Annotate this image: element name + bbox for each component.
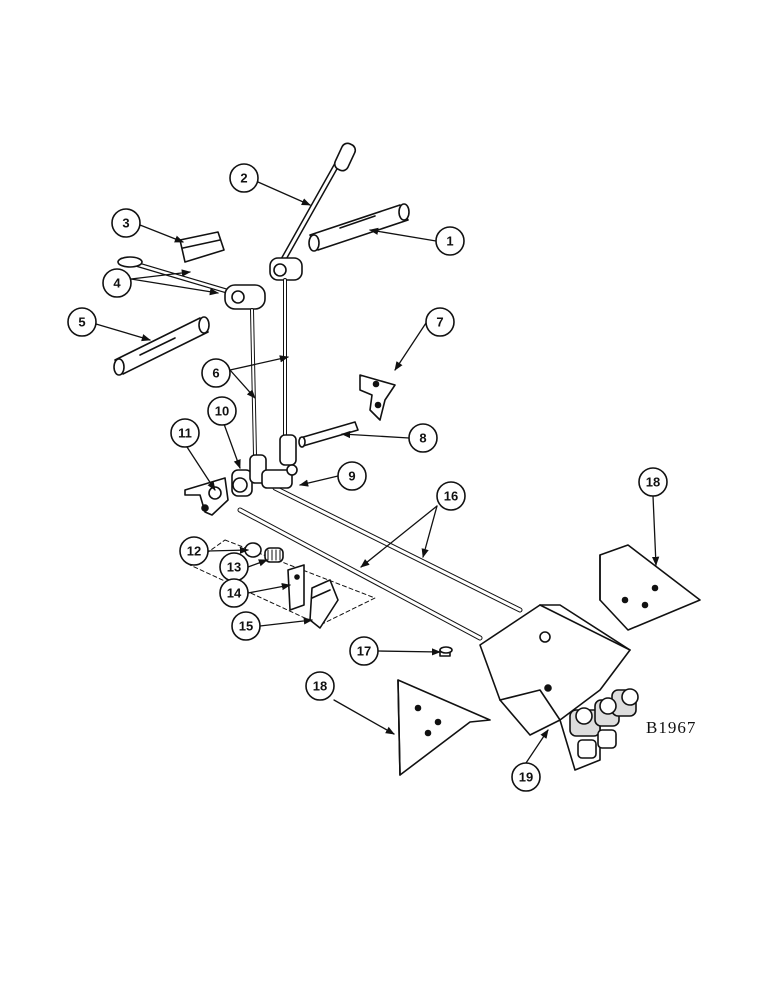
callout-16: 16	[436, 481, 466, 511]
callouts: 1 2 3 4 5 6 7 8	[67, 163, 668, 792]
callout-6: 6	[201, 358, 231, 388]
svg-text:8: 8	[419, 431, 426, 446]
callout-17: 17	[349, 636, 379, 666]
main-control-lever	[269, 142, 357, 437]
svg-text:18: 18	[646, 475, 660, 490]
svg-text:17: 17	[357, 644, 371, 659]
svg-text:13: 13	[227, 560, 241, 575]
svg-text:12: 12	[187, 544, 201, 559]
svg-text:18: 18	[313, 679, 327, 694]
callout-1: 1	[435, 226, 465, 256]
svg-text:16: 16	[444, 489, 458, 504]
svg-text:19: 19	[519, 770, 533, 785]
callout-5: 5	[67, 307, 97, 337]
svg-text:14: 14	[227, 586, 242, 601]
control-rods	[237, 485, 523, 641]
callout-18-left: 18	[305, 671, 335, 701]
svg-text:3: 3	[122, 216, 129, 231]
callout-7: 7	[425, 307, 455, 337]
left-mounting-bracket	[397, 679, 491, 776]
callout-13: 13	[219, 552, 249, 582]
callout-4: 4	[102, 268, 132, 298]
svg-text:4: 4	[113, 276, 121, 291]
callout-19: 19	[511, 762, 541, 792]
svg-text:5: 5	[78, 315, 85, 330]
callout-10: 10	[207, 396, 237, 426]
svg-text:1: 1	[446, 234, 453, 249]
svg-text:10: 10	[215, 404, 229, 419]
svg-text:7: 7	[436, 315, 443, 330]
callout-15: 15	[231, 611, 261, 641]
callout-14: 14	[219, 578, 249, 608]
spring-clip	[179, 231, 225, 263]
right-mounting-bracket	[599, 544, 701, 631]
callout-18-right: 18	[638, 467, 668, 497]
callout-9: 9	[337, 461, 367, 491]
lever-tube-right	[308, 203, 410, 252]
pivot-assembly	[184, 434, 298, 516]
valve-plug	[439, 646, 453, 657]
control-valve-body	[479, 604, 639, 771]
detent-assembly	[189, 539, 376, 629]
svg-text:11: 11	[178, 426, 192, 441]
svg-text:2: 2	[240, 171, 247, 186]
callout-11: 11	[170, 418, 200, 448]
pivot-pin	[298, 421, 359, 448]
callout-8: 8	[408, 423, 438, 453]
pivot-bracket	[359, 374, 396, 421]
callout-12: 12	[179, 536, 209, 566]
lever-tube-left	[113, 316, 210, 376]
figure-id-label: B1967	[646, 718, 697, 737]
svg-text:15: 15	[239, 619, 253, 634]
secondary-control-lever	[117, 256, 266, 457]
svg-text:9: 9	[348, 469, 355, 484]
callout-3: 3	[111, 208, 141, 238]
svg-text:6: 6	[212, 366, 219, 381]
callout-2: 2	[229, 163, 259, 193]
leader-lines	[95, 181, 660, 764]
